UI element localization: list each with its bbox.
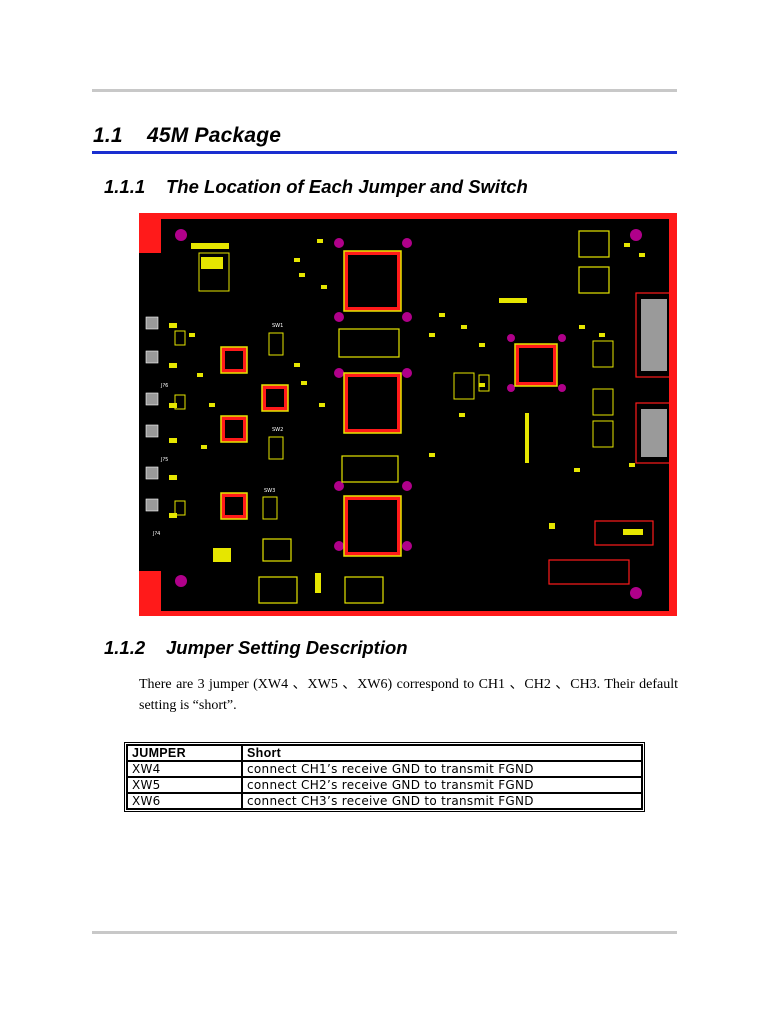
table-header-row: JUMPER Short — [127, 745, 642, 761]
board-label-j5: J?5 — [160, 457, 168, 463]
subsection-number: 1.1.1 — [104, 176, 146, 197]
board-label-sw2: SW2 — [272, 427, 283, 433]
table-row: XW5 connect CH2’s receive GND to transmi… — [127, 777, 642, 793]
board-label-sw3: SW3 — [264, 488, 275, 494]
table-cell-short: connect CH1’s receive GND to transmit FG… — [242, 761, 642, 777]
section-number: 1.1 — [93, 124, 123, 147]
table-cell-jumper: XW6 — [127, 793, 242, 809]
header-rule — [92, 89, 677, 92]
subsection-heading-jumper: 1.1.2 Jumper Setting Description — [104, 637, 408, 659]
section-title: 45M Package — [147, 124, 282, 147]
pcb-board-image: SW1 SW2 SW3 J?6 J?5 J?4 — [139, 213, 677, 616]
footer-rule — [92, 931, 677, 934]
table-cell-jumper: XW4 — [127, 761, 242, 777]
table-row: XW4 connect CH1’s receive GND to transmi… — [127, 761, 642, 777]
subsection-title: Jumper Setting Description — [166, 637, 408, 658]
jumper-table: JUMPER Short XW4 connect CH1’s receive G… — [124, 742, 645, 812]
subsection-title: The Location of Each Jumper and Switch — [166, 176, 528, 197]
table-header-short: Short — [242, 745, 642, 761]
subsection-number: 1.1.2 — [104, 637, 146, 658]
table-cell-short: connect CH3’s receive GND to transmit FG… — [242, 793, 642, 809]
board-label-j4: J?4 — [152, 531, 160, 537]
section-heading-rule — [92, 151, 677, 154]
table-cell-jumper: XW5 — [127, 777, 242, 793]
table-row: XW6 connect CH3’s receive GND to transmi… — [127, 793, 642, 809]
board-label-sw1: SW1 — [272, 323, 283, 329]
board-label-j6: J?6 — [160, 383, 168, 389]
jumper-description: There are 3 jumper (XW4 、XW5 、XW6) corre… — [139, 677, 678, 713]
section-heading: 1.1 45M Package — [93, 124, 281, 148]
table-cell-short: connect CH2’s receive GND to transmit FG… — [242, 777, 642, 793]
table-header-jumper: JUMPER — [127, 745, 242, 761]
subsection-heading-location: 1.1.1 The Location of Each Jumper and Swi… — [104, 176, 528, 198]
